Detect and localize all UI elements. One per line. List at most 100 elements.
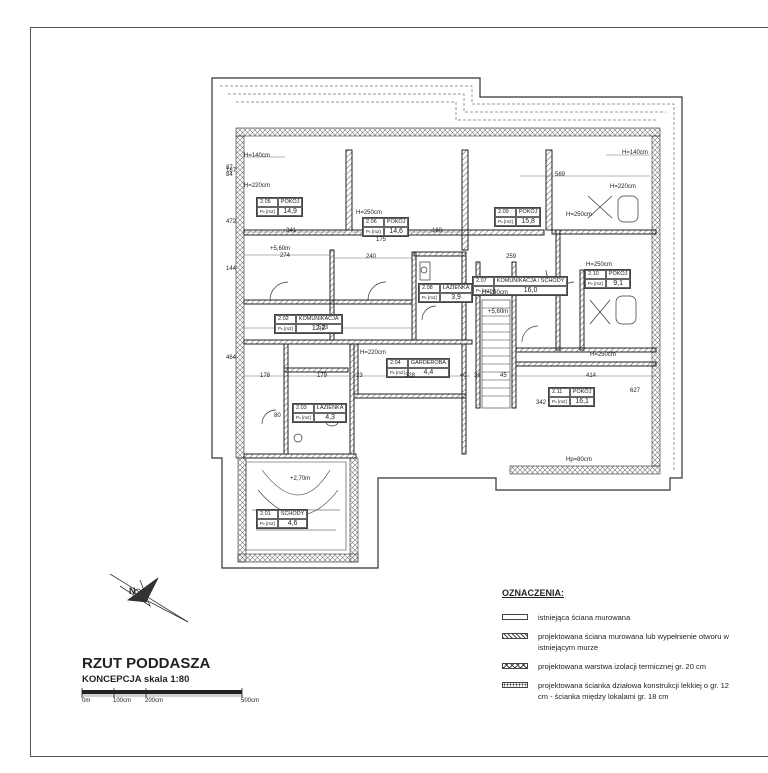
room-area: 4,4 <box>407 368 449 377</box>
north-label: N <box>129 586 136 596</box>
room-name: KOMUNIKACJA <box>295 315 342 324</box>
room-area: 9,1 <box>605 279 631 288</box>
height-note: Hp=80cm <box>566 457 592 463</box>
legend-swatch-insulation <box>502 663 528 669</box>
level-note: +5,60m <box>270 246 291 252</box>
legend-text: istniejąca ściana murowana <box>538 613 631 622</box>
room-area: 4,3 <box>313 413 347 422</box>
room-name: ŁAZIENKA <box>313 404 347 413</box>
room-number: 2.02 <box>275 315 296 324</box>
room-number: 2.07 <box>473 277 494 286</box>
height-note: H=250cm <box>356 210 382 216</box>
height-note: H=250cm <box>566 212 592 218</box>
room-number: 2.11 <box>549 388 570 397</box>
dimension-label: 144 <box>226 266 237 272</box>
room-area: 3,9 <box>439 293 473 302</box>
building-outline <box>211 77 683 569</box>
room-name: POKÓJ <box>605 270 631 279</box>
room-number: 2.10 <box>585 270 606 279</box>
scale-label-100: 100cm <box>113 698 132 704</box>
dimension-label: 328 <box>405 373 416 379</box>
room-name: POKÓJ <box>383 218 409 227</box>
page-subtitle: KONCEPCJA skala 1:80 <box>82 674 190 685</box>
room-area-unit: Pₙ [m2] <box>585 279 606 288</box>
room-area-unit: Pₙ [m2] <box>549 397 570 406</box>
room-area: 16,0 <box>493 286 568 295</box>
room-name: GARDEROBA <box>407 359 449 368</box>
dimension-label: 414 <box>586 373 597 379</box>
legend-item: projektowana warstwa izolacji termicznej… <box>502 661 738 672</box>
dimension-label: 187 <box>226 168 237 174</box>
room-number: 2.08 <box>419 284 440 293</box>
dimension-label: 45 <box>500 373 507 379</box>
dimension-label: 80 <box>274 413 281 419</box>
height-note: H=220cm <box>610 184 636 190</box>
legend-swatch-partition <box>502 682 528 688</box>
room-name: POKÓJ <box>515 208 541 217</box>
room-number: 2.06 <box>363 218 384 227</box>
dimension-label: 240 <box>366 254 377 260</box>
dimension-label: 160 <box>432 228 443 234</box>
room-area: 16,1 <box>569 397 595 406</box>
room-area: 14,9 <box>277 207 303 216</box>
dimension-label: 175 <box>376 237 387 243</box>
room-name: SCHODY <box>277 510 308 519</box>
room-name: POKÓJ <box>277 198 303 207</box>
height-note: H=220cm <box>244 183 270 189</box>
north-arrow-icon <box>109 573 189 623</box>
legend-item: projektowana ściana murowana lub wypełni… <box>502 631 738 653</box>
room-area-unit: Pₙ [m2] <box>419 293 440 302</box>
dimension-label: 179 <box>317 373 328 379</box>
dimension-label: 87 <box>226 165 233 171</box>
sheet-border <box>30 27 768 757</box>
height-note: H=230cm <box>482 290 508 296</box>
room-number: 2.01 <box>257 510 278 519</box>
room-area-unit: Pₙ [m2] <box>473 286 494 295</box>
scale-label-0: 0m <box>82 698 91 704</box>
scale-bar <box>81 688 243 698</box>
legend-text: projektowana ścianka działowa konstrukcj… <box>538 681 729 701</box>
room-area-unit: Pₙ [m2] <box>495 217 516 226</box>
height-note: H=220cm <box>360 350 386 356</box>
height-note: H=140cm <box>244 153 270 159</box>
legend-item: istniejąca ściana murowana <box>502 612 738 623</box>
scale-label-500: 500cm <box>241 698 260 704</box>
dimension-label: 342 <box>536 400 547 406</box>
height-note: H=140cm <box>622 150 648 156</box>
dimension-label: 274 <box>280 253 291 259</box>
room-name: KOMUNIKACJA / SCHODY <box>493 277 568 286</box>
dimension-label: 36 <box>474 373 481 379</box>
scale-label-200: 200cm <box>145 698 164 704</box>
height-note: H=250cm <box>586 262 612 268</box>
room-area: 12,2 <box>295 324 342 333</box>
room-area-unit: Pₙ [m2] <box>257 207 278 216</box>
dimension-label: 84 <box>226 172 233 178</box>
dimension-label: 23 <box>356 373 363 379</box>
room-name: ŁAZIENKA <box>439 284 473 293</box>
legend-text: projektowana warstwa izolacji termicznej… <box>538 662 706 671</box>
room-area-unit: Pₙ [m2] <box>275 324 296 333</box>
dimension-label: 627 <box>630 388 641 394</box>
legend-swatch-new-wall <box>502 633 528 639</box>
level-note: +5,60m <box>488 309 509 315</box>
legend-item: projektowana ścianka działowa konstrukcj… <box>502 680 738 702</box>
dimension-label: 523 <box>318 325 329 331</box>
dimension-label: 569 <box>555 172 566 178</box>
height-note: H=250cm <box>590 352 616 358</box>
legend-text: projektowana ściana murowana lub wypełni… <box>538 632 729 652</box>
level-note: +2,70m <box>290 476 311 482</box>
stairs <box>245 299 511 551</box>
room-number: 2.03 <box>293 404 314 413</box>
room-area: 4,6 <box>277 519 308 528</box>
